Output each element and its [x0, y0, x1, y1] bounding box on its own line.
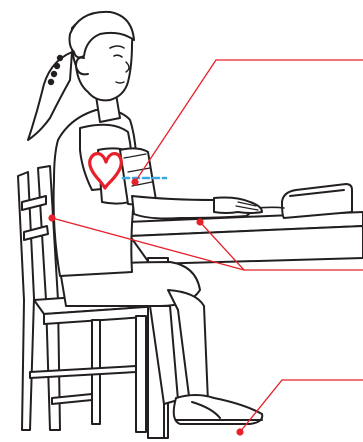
ponytail-band — [51, 71, 57, 77]
callout-leader — [135, 60, 216, 182]
bp-monitor-body — [282, 184, 352, 218]
callout-dot — [196, 218, 203, 225]
callout-dot — [48, 214, 55, 221]
chair-stretcher — [30, 366, 136, 378]
ponytail-band — [48, 79, 54, 85]
chair-back-rear-post — [18, 172, 34, 430]
callout-dot — [131, 178, 138, 185]
callout-dot — [236, 428, 243, 435]
ponytail-band — [54, 63, 60, 69]
person-ponytail — [28, 52, 72, 140]
chair-front-leg — [136, 316, 146, 432]
ponytail-band — [57, 55, 63, 61]
